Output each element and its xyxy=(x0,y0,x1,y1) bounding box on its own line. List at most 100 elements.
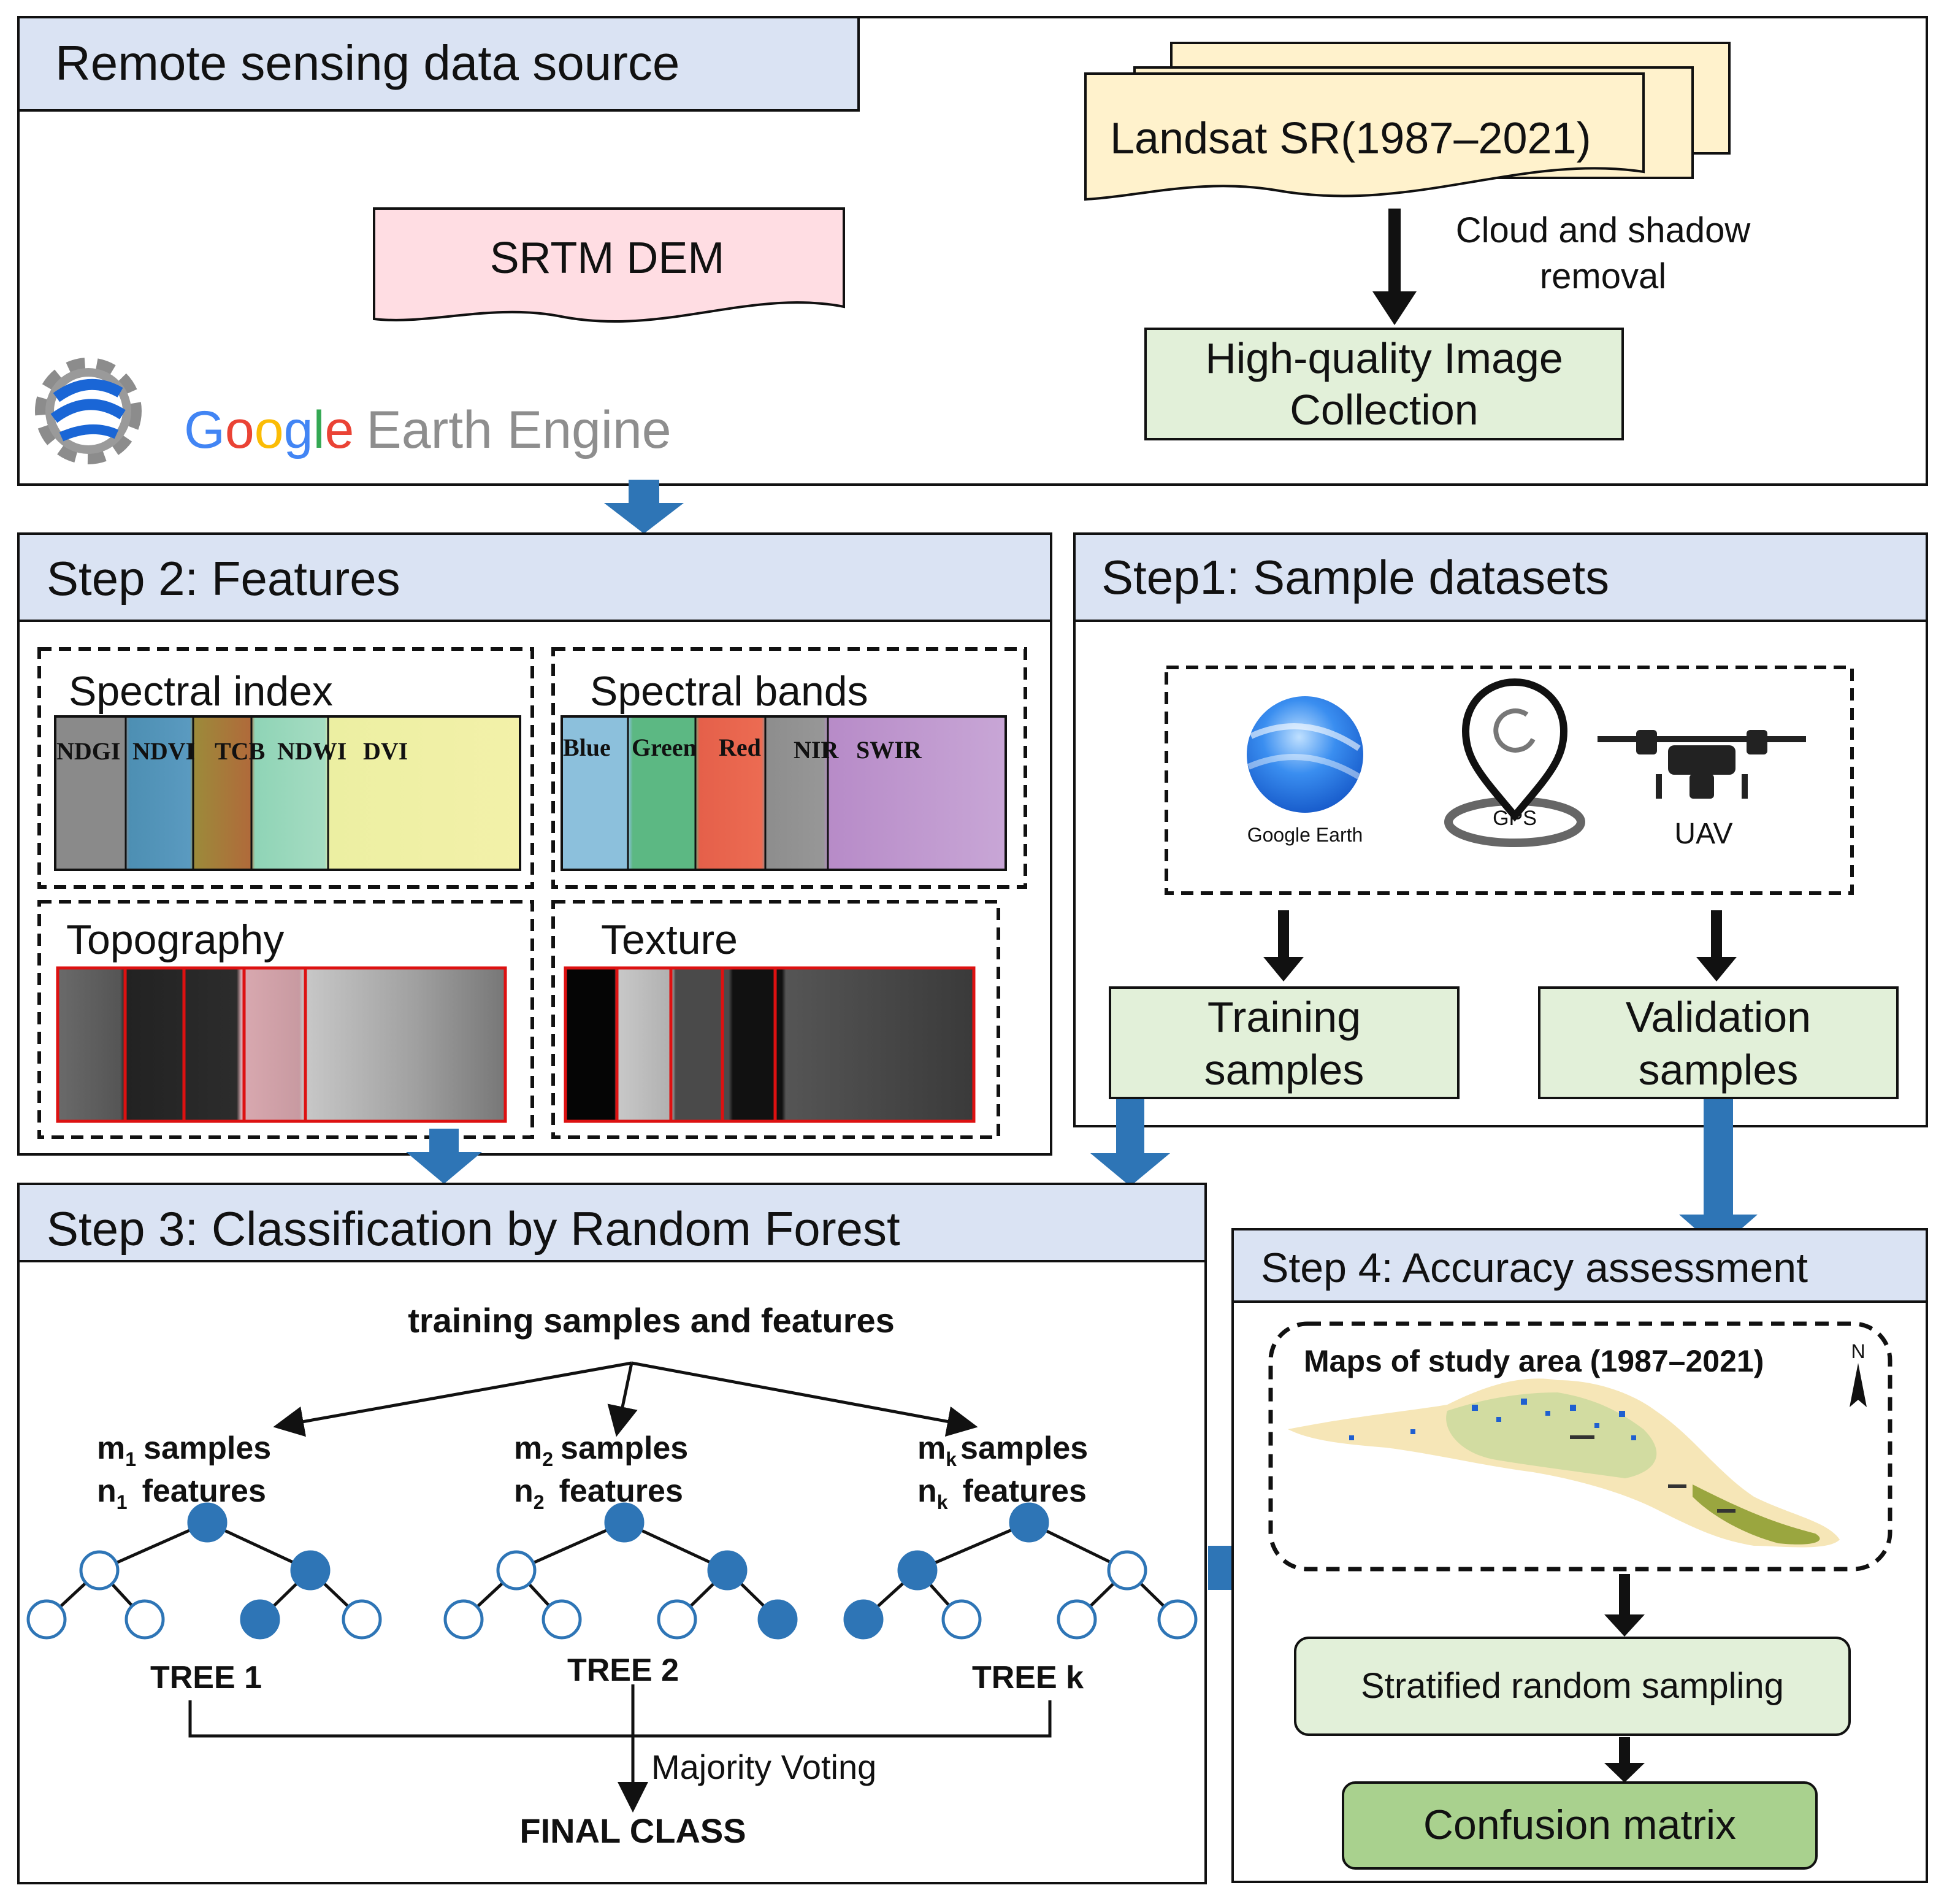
gear-icon xyxy=(35,358,142,464)
step2-title: Step 2: Features xyxy=(47,551,400,605)
tree-node xyxy=(604,1502,645,1543)
hq-line2: Collection xyxy=(1290,386,1478,434)
stratified-label: Stratified random sampling xyxy=(1361,1666,1784,1706)
topography-label: Topography xyxy=(66,916,284,963)
study-area-map xyxy=(1288,1378,1840,1548)
training-line2: samples xyxy=(1204,1046,1364,1094)
index-label-ndwi: NDWI xyxy=(277,737,346,765)
tree-node xyxy=(443,1599,484,1640)
index-label-ndgi: NDGI xyxy=(56,737,120,765)
tree-edge xyxy=(917,1521,1030,1572)
srtm-label: SRTM DEM xyxy=(490,234,725,283)
tree-node xyxy=(1057,1599,1097,1640)
google-earth-icon xyxy=(1247,696,1364,813)
validation-line2: samples xyxy=(1639,1046,1799,1094)
cloud-arrow-shaft xyxy=(1388,209,1401,294)
tree1-label: TREE 1 xyxy=(150,1660,262,1695)
gee-letter-4: g xyxy=(284,401,313,459)
tree-node xyxy=(26,1599,67,1640)
step2-header xyxy=(17,532,1052,622)
tree-node xyxy=(541,1599,582,1640)
north-arrow-icon xyxy=(1850,1363,1867,1407)
srtm-document xyxy=(373,207,845,323)
spectral-bands-label: Spectral bands xyxy=(590,668,868,715)
uav-icon xyxy=(1598,730,1806,799)
step1-header xyxy=(1073,532,1928,622)
gee-letter-1: G xyxy=(184,401,225,459)
arrow-training-to-step3 xyxy=(1090,1099,1170,1186)
arrow-to-stratified-head xyxy=(1604,1614,1645,1637)
tree-node xyxy=(757,1599,798,1640)
validation-line1: Validation xyxy=(1626,993,1811,1041)
data-source-title: Remote sensing data source xyxy=(55,36,679,90)
tree-node xyxy=(79,1550,120,1591)
tree-node xyxy=(342,1599,382,1640)
spectral-index-image xyxy=(54,715,521,871)
tree-node xyxy=(290,1550,331,1591)
cloud-removal-line2: removal xyxy=(1540,256,1666,296)
spectral-index-dividers xyxy=(124,716,329,870)
index-label-tcb: TCB xyxy=(215,737,265,765)
training-line1: Training xyxy=(1207,993,1361,1041)
index-label-ndvi: NDVI xyxy=(132,737,195,765)
tree-node xyxy=(707,1550,748,1591)
tree-node xyxy=(496,1550,537,1591)
north-label: N xyxy=(1851,1340,1865,1362)
band-label-green: Green xyxy=(632,734,697,761)
tree-node xyxy=(843,1599,884,1640)
tree-node xyxy=(124,1599,165,1640)
stratified-sampling-box xyxy=(1294,1637,1851,1736)
decision-trees xyxy=(26,1502,1198,1640)
tree-node xyxy=(1009,1502,1049,1543)
confusion-matrix-box xyxy=(1342,1781,1818,1870)
arrow-to-validation-shaft xyxy=(1711,910,1722,959)
gee-letter-5: l xyxy=(313,401,324,459)
spectral-bands-dividers xyxy=(627,716,829,870)
topography-image xyxy=(56,966,507,1123)
spectral-index-label: Spectral index xyxy=(69,668,333,715)
tree-node xyxy=(187,1502,228,1543)
band-label-blue: Blue xyxy=(563,734,611,761)
arrow-to-confusion-head xyxy=(1604,1763,1645,1783)
arrow-to-training-shaft xyxy=(1278,910,1289,959)
gee-letter-2: o xyxy=(225,401,254,459)
gee-letter-3: o xyxy=(254,401,284,459)
tree-node xyxy=(240,1599,280,1640)
maps-label: Maps of study area (1987–2021) xyxy=(1304,1344,1764,1378)
step4-header xyxy=(1231,1228,1928,1303)
cloud-removal-line1: Cloud and shadow xyxy=(1456,210,1751,250)
topography-group xyxy=(37,900,534,1139)
arrow-step2-to-step3 xyxy=(406,1129,482,1184)
rf-branch-lines xyxy=(273,1361,978,1437)
majority-voting-label: Majority Voting xyxy=(651,1748,876,1786)
sample-sources-group xyxy=(1165,666,1854,895)
gps-icon xyxy=(1444,678,1585,847)
tree-node xyxy=(1157,1599,1198,1640)
arrow-to-confusion-shaft xyxy=(1619,1737,1630,1765)
spectral-index-group xyxy=(37,647,534,889)
confusion-label: Confusion matrix xyxy=(1423,1802,1736,1848)
tree-node xyxy=(897,1550,938,1591)
step3-header xyxy=(17,1183,1207,1262)
treek-label: TREE k xyxy=(972,1660,1084,1695)
final-class-label: FINAL CLASS xyxy=(519,1811,746,1850)
arrow-to-validation-head xyxy=(1696,957,1737,981)
step4-title: Step 4: Accuracy assessment xyxy=(1261,1245,1808,1291)
arrow-validation-to-step4 xyxy=(1679,1099,1758,1249)
hq-line1: High-quality Image xyxy=(1205,334,1563,382)
texture-label: Texture xyxy=(601,916,738,963)
topography-dividers xyxy=(123,968,307,1121)
step1-title: Step1: Sample datasets xyxy=(1101,550,1609,604)
rf-root-label: training samples and features xyxy=(408,1301,895,1340)
training-samples-box xyxy=(1109,986,1460,1099)
uav-label: UAV xyxy=(1674,818,1732,850)
spectral-bands-group xyxy=(551,647,1027,889)
texture-dividers xyxy=(615,968,777,1121)
texture-group xyxy=(551,900,1000,1139)
